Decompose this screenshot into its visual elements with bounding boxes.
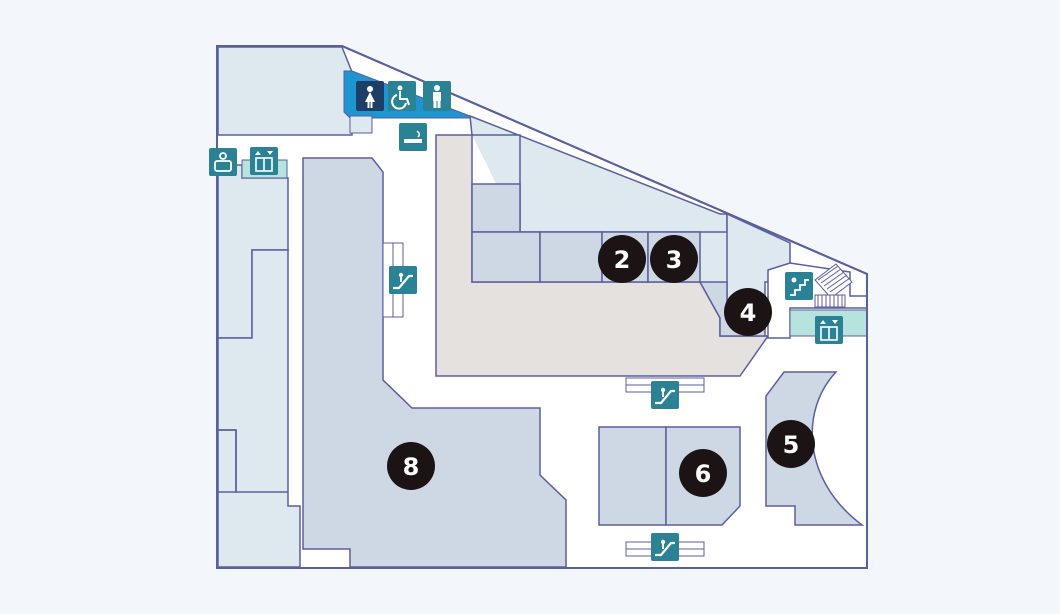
shop-label-8: 8	[403, 453, 420, 481]
smoking-area-icon[interactable]	[399, 123, 427, 151]
female-restroom-icon[interactable]	[356, 81, 384, 111]
shop-label-6: 6	[695, 460, 712, 488]
shop-marker-6[interactable]: 6	[679, 449, 727, 497]
tenant-north-wedge[interactable]	[472, 135, 727, 290]
stairs-hatch	[814, 263, 853, 308]
elevator-icon[interactable]	[250, 147, 278, 175]
elevator-icon-east[interactable]	[815, 316, 843, 344]
escalator-icon-south[interactable]	[651, 533, 679, 561]
unit-shop-6-left[interactable]	[598, 426, 667, 526]
shop-marker-5[interactable]: 5	[767, 420, 815, 468]
building-edge	[216, 45, 868, 569]
accessible-restroom-icon[interactable]	[388, 81, 416, 111]
unit-small-north[interactable]	[471, 183, 521, 233]
shop-label-3: 3	[666, 246, 683, 274]
restroom-door	[349, 115, 373, 134]
nursing-room-icon[interactable]	[209, 148, 237, 176]
west-partition	[218, 429, 288, 493]
shop-marker-3[interactable]: 3	[650, 235, 698, 283]
shop-label-5: 5	[783, 431, 800, 459]
unit-shop-5[interactable]	[765, 371, 865, 526]
unit-shop-8[interactable]	[302, 157, 567, 568]
shop-label-4: 4	[740, 299, 757, 327]
shop-marker-2[interactable]: 2	[598, 235, 646, 283]
male-restroom-icon[interactable]	[423, 81, 451, 111]
unit-row-1[interactable]	[471, 231, 541, 283]
tenant-northwest[interactable]	[217, 46, 353, 136]
escalator-icon-central[interactable]	[651, 381, 679, 409]
escalator-icon[interactable]	[389, 266, 417, 294]
shop-label-2: 2	[614, 246, 631, 274]
unit-row-2[interactable]	[539, 231, 603, 283]
stairs-icon[interactable]	[785, 272, 813, 300]
shop-marker-4[interactable]: 4	[724, 288, 772, 336]
shop-marker-8[interactable]: 8	[387, 442, 435, 490]
